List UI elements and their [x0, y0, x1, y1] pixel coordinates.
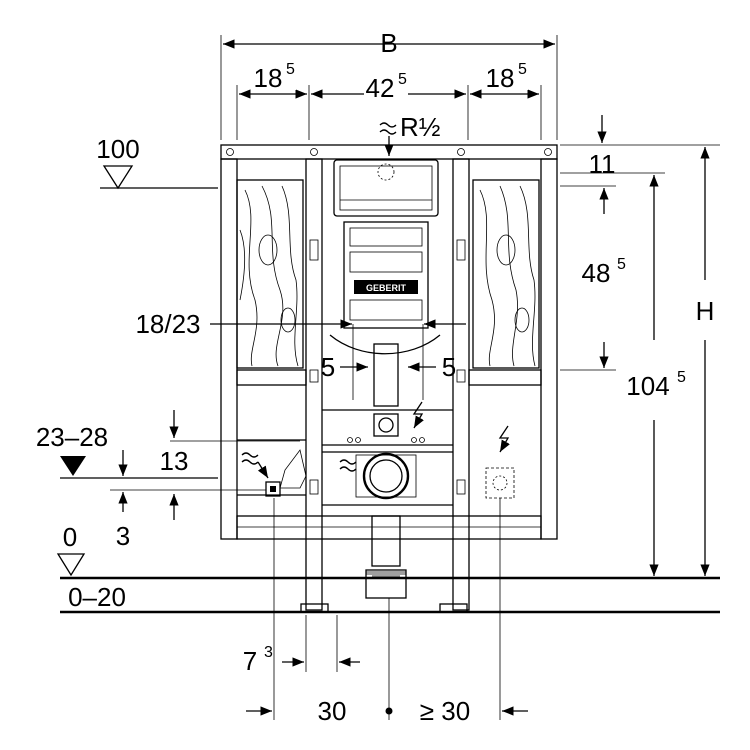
drain-bracket-dim: 18/23 — [135, 309, 466, 400]
svg-text:100: 100 — [96, 134, 139, 164]
dimension-frame-segments: 18 5 42 5 18 5 — [236, 61, 542, 140]
svg-text:13: 13 — [160, 446, 189, 476]
level-100: 100 — [96, 134, 218, 190]
svg-text:GEBERIT: GEBERIT — [366, 283, 407, 293]
top-offset-dim: 11 — [560, 115, 720, 187]
svg-text:23–28: 23–28 — [36, 422, 108, 452]
svg-text:3: 3 — [116, 521, 130, 551]
foot-offset-dim: 7 3 — [243, 615, 360, 676]
svg-text:≥ 30: ≥ 30 — [420, 696, 470, 726]
svg-text:5: 5 — [617, 256, 626, 273]
svg-text:7: 7 — [243, 646, 257, 676]
electric-box — [485, 467, 515, 499]
svg-text:5: 5 — [442, 352, 456, 382]
drain-height-dims: 23–28 13 3 — [36, 410, 300, 551]
water-supply-icon — [241, 452, 269, 479]
electric-supply-icon — [498, 425, 510, 453]
water-supply-icon — [339, 459, 357, 472]
water-supply-icon — [379, 122, 397, 135]
wood-panel-right — [472, 179, 540, 369]
electric-supply-icon — [412, 401, 424, 429]
svg-text:18/23: 18/23 — [135, 309, 200, 339]
height-dim: H — [696, 147, 715, 576]
svg-text:H: H — [696, 296, 715, 326]
flush-box-dim: 48 5 — [560, 188, 626, 371]
svg-text:5: 5 — [518, 61, 527, 78]
dimension-width: B — [220, 28, 558, 140]
floor-level: 0 0–20 — [56, 522, 126, 612]
wood-panel-left — [236, 179, 304, 369]
svg-text:18: 18 — [486, 63, 515, 93]
svg-text:48: 48 — [582, 258, 611, 288]
svg-text:0–20: 0–20 — [68, 582, 126, 612]
installation-frame — [220, 144, 558, 613]
svg-text:18: 18 — [254, 63, 283, 93]
svg-text:30: 30 — [318, 696, 347, 726]
water-fitting — [265, 449, 307, 497]
water-connection-label: R½ — [384, 112, 440, 156]
brand-logo: GEBERIT — [354, 280, 418, 294]
frame-holes — [226, 148, 552, 495]
axis-dims: 30 ≥ 30 — [246, 498, 528, 726]
svg-text:5: 5 — [677, 369, 686, 386]
total-height-dim: 104 5 — [626, 175, 686, 576]
svg-text:0: 0 — [63, 522, 77, 552]
svg-text:R½: R½ — [400, 112, 440, 142]
svg-text:104: 104 — [626, 371, 669, 401]
label-width: B — [380, 28, 397, 58]
cistern: GEBERIT — [329, 159, 441, 599]
svg-text:3: 3 — [264, 644, 273, 661]
svg-text:5: 5 — [398, 71, 407, 88]
svg-text:11: 11 — [589, 149, 616, 179]
svg-text:5: 5 — [321, 352, 335, 382]
svg-text:5: 5 — [286, 61, 295, 78]
floor-lines — [60, 576, 720, 614]
gap-dims: 5 5 — [321, 352, 456, 382]
svg-text:42: 42 — [366, 73, 395, 103]
